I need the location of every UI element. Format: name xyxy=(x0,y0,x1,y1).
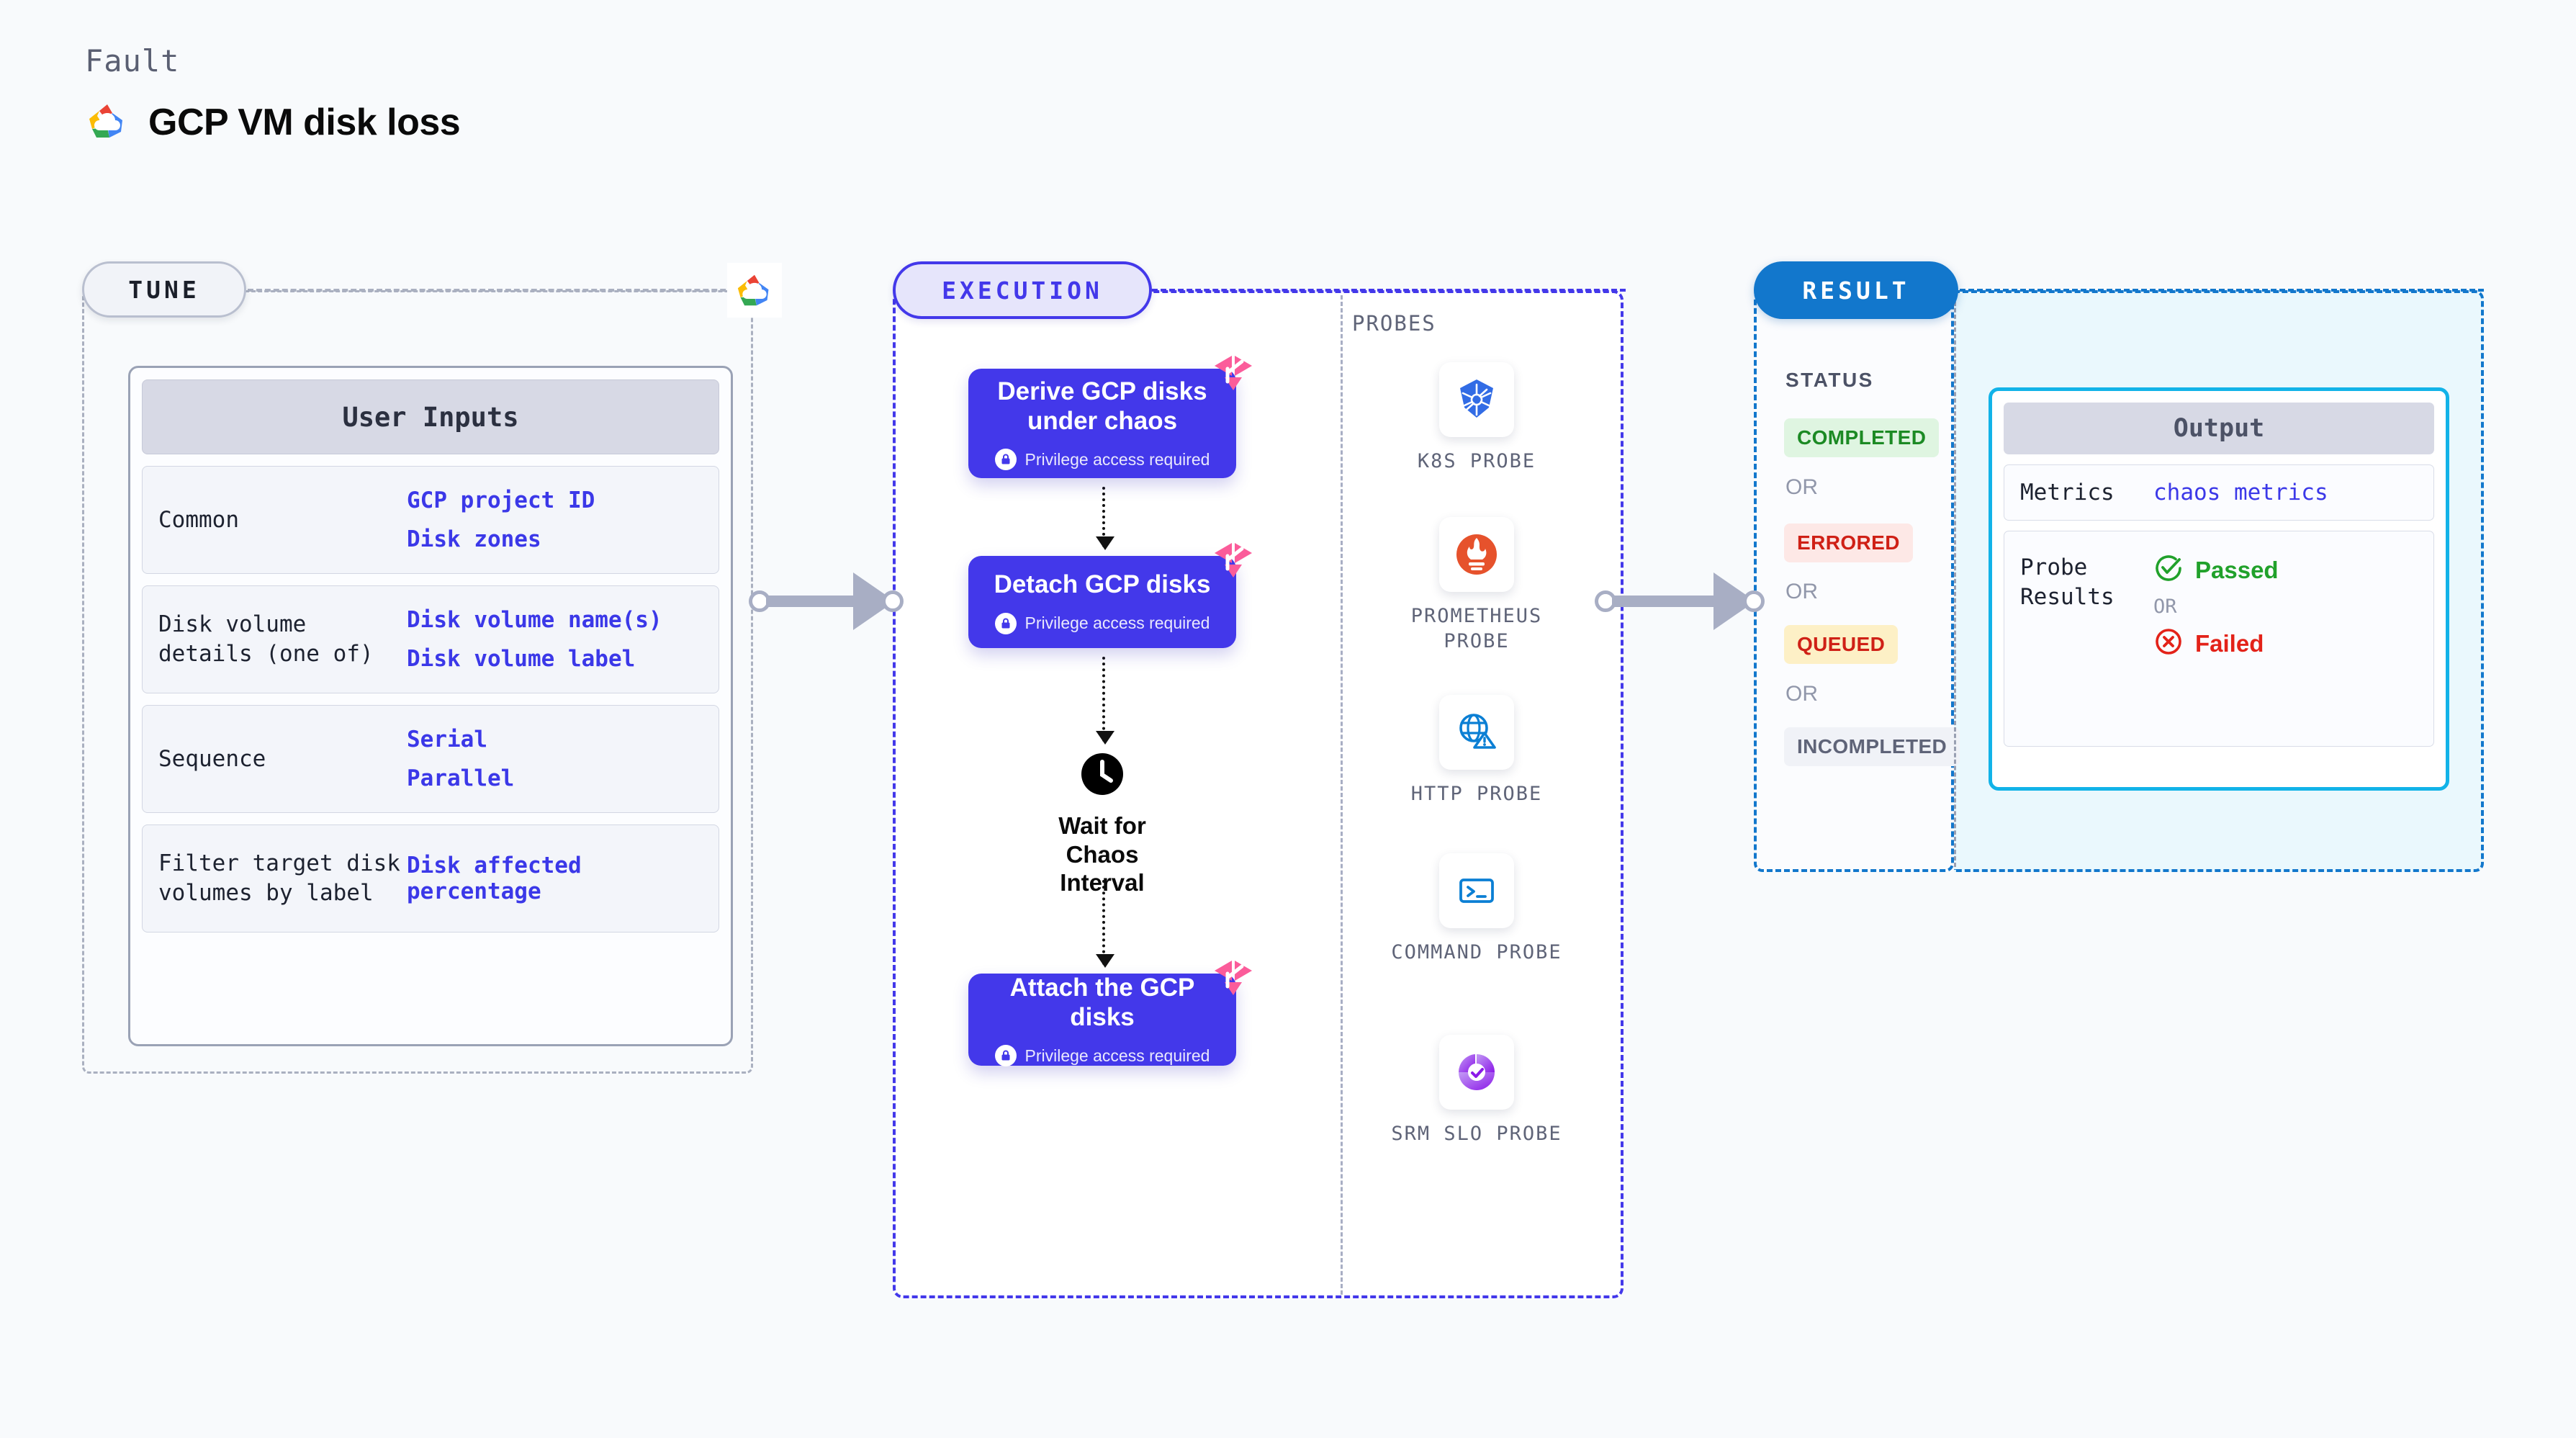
connector-end-dot xyxy=(882,590,904,612)
probe-name: K8S PROBE xyxy=(1417,450,1536,472)
input-value[interactable]: Disk zones xyxy=(407,526,541,552)
x-circle-icon xyxy=(2153,626,2184,660)
clock-icon xyxy=(1078,750,1126,801)
http-globe-icon xyxy=(1439,695,1514,770)
srm-slo-icon xyxy=(1439,1035,1514,1110)
probe-result-passed: Passed xyxy=(2153,553,2279,587)
input-row-key: Common xyxy=(158,506,239,533)
result-status-section xyxy=(1754,290,1954,872)
execution-node-detach-disks[interactable]: Detach GCP disks Privilege access requir… xyxy=(968,543,1252,648)
status-badge-errored: ERRORED xyxy=(1784,523,1913,562)
output-row-metrics[interactable]: Metrics chaos metrics xyxy=(2004,464,2434,521)
probe-http[interactable]: HTTP PROBE xyxy=(1383,695,1570,806)
lock-icon xyxy=(994,612,1017,634)
litmus-logo-icon xyxy=(1210,955,1255,1003)
connector-execution-to-result xyxy=(1595,572,1775,630)
probe-name: PROMETHEUS PROBE xyxy=(1410,605,1543,653)
page-title: GCP VM disk loss xyxy=(148,102,461,143)
privilege-note-text: Privilege access required xyxy=(1024,614,1210,633)
flow-arrow xyxy=(1096,657,1114,745)
status-badge-queued: QUEUED xyxy=(1784,625,1899,664)
probe-name: HTTP PROBE xyxy=(1410,783,1543,805)
execution-node-derive-disks[interactable]: Derive GCP disks under chaos Privilege a… xyxy=(968,356,1252,478)
probe-name: SRM SLO PROBE xyxy=(1391,1123,1562,1145)
probe-result-failed: Failed xyxy=(2153,626,2279,660)
connector-end-dot xyxy=(1743,590,1765,612)
probe-srm-slo[interactable]: SRM SLO PROBE xyxy=(1383,1035,1570,1146)
flow-arrow xyxy=(1096,487,1114,550)
connector-tune-to-execution xyxy=(749,572,904,630)
litmus-logo-icon xyxy=(1210,350,1255,398)
input-row-sequence[interactable]: Sequence Serial Parallel xyxy=(142,705,719,813)
page-kicker: Fault xyxy=(85,43,180,78)
status-badge-incompleted: INCOMPLETED xyxy=(1784,727,1960,766)
or-label: OR xyxy=(2153,596,2177,619)
or-label: OR xyxy=(1785,682,1818,706)
privilege-note-text: Privilege access required xyxy=(1024,1046,1210,1065)
status-label: STATUS xyxy=(1785,369,1874,391)
user-inputs-card: User Inputs Common GCP project ID Disk z… xyxy=(128,366,733,1046)
page-header: GCP VM disk loss xyxy=(85,101,461,144)
input-row-filter-by-label[interactable]: Filter target disk volumes by label Disk… xyxy=(142,824,719,933)
prometheus-icon xyxy=(1439,517,1514,592)
output-title: Output xyxy=(2004,403,2434,454)
probes-label: PROBES xyxy=(1352,311,1436,336)
check-circle-icon xyxy=(2153,553,2184,587)
input-value[interactable]: Disk affected percentage xyxy=(407,853,582,904)
probe-result-label: Passed xyxy=(2195,556,2279,583)
input-value[interactable]: Serial xyxy=(407,727,487,752)
litmus-logo-icon xyxy=(1210,537,1255,585)
output-row-key: Metrics xyxy=(2020,480,2115,505)
input-value[interactable]: Disk volume label xyxy=(407,646,636,672)
lock-icon xyxy=(994,1045,1017,1067)
tune-dashed-connector xyxy=(248,289,752,292)
or-label: OR xyxy=(1785,475,1818,499)
result-dashed-connector xyxy=(1951,289,2484,292)
probe-prometheus[interactable]: PROMETHEUS PROBE xyxy=(1383,517,1570,654)
input-row-common[interactable]: Common GCP project ID Disk zones xyxy=(142,466,719,574)
or-label: OR xyxy=(1785,580,1818,603)
status-badge-completed: COMPLETED xyxy=(1784,418,1940,457)
output-row-key: Probe Results xyxy=(2020,554,2115,610)
execution-dashed-connector xyxy=(1152,289,1626,292)
input-value[interactable]: GCP project ID xyxy=(407,487,595,513)
lock-icon xyxy=(994,449,1017,471)
probe-k8s[interactable]: K8S PROBE xyxy=(1383,362,1570,474)
node-title: Detach GCP disks xyxy=(994,570,1211,599)
input-row-disk-volume-details[interactable]: Disk volume details (one of) Disk volume… xyxy=(142,585,719,693)
flow-arrow xyxy=(1096,880,1114,968)
input-row-key: Disk volume details (one of) xyxy=(158,611,374,667)
privilege-note: Privilege access required xyxy=(994,612,1210,634)
probe-name: COMMAND PROBE xyxy=(1391,941,1562,963)
connector-line xyxy=(766,596,867,607)
input-value[interactable]: Disk volume name(s) xyxy=(407,607,662,633)
privilege-note: Privilege access required xyxy=(994,1045,1210,1067)
gcp-cloud-logo-icon xyxy=(727,263,782,318)
terminal-icon xyxy=(1439,853,1514,928)
tune-pill[interactable]: TUNE xyxy=(82,261,246,318)
output-row-probe-results: Probe Results Passed OR xyxy=(2004,531,2434,747)
execution-pill[interactable]: EXECUTION xyxy=(893,261,1152,319)
result-pill[interactable]: RESULT xyxy=(1754,261,1958,319)
result-divider xyxy=(1954,295,1956,867)
probe-command[interactable]: COMMAND PROBE xyxy=(1383,853,1570,965)
user-inputs-title: User Inputs xyxy=(142,379,719,454)
connector-line xyxy=(1612,596,1727,607)
output-card: Output Metrics chaos metrics Probe Resul… xyxy=(1989,387,2449,791)
kubernetes-icon xyxy=(1439,362,1514,437)
probes-divider xyxy=(1341,295,1343,1295)
wait-label: Wait for Chaos Interval xyxy=(1058,812,1146,896)
input-row-key: Filter target disk volumes by label xyxy=(158,850,400,906)
gcp-cloud-logo-icon xyxy=(85,102,130,144)
privilege-note: Privilege access required xyxy=(994,449,1210,471)
node-title: Attach the GCP disks xyxy=(1009,973,1195,1031)
wait-for-chaos-interval: Wait for Chaos Interval xyxy=(1037,750,1167,897)
probe-result-label: Failed xyxy=(2195,629,2264,657)
execution-node-attach-disks[interactable]: Attach the GCP disks Privilege access re… xyxy=(968,961,1252,1067)
privilege-note-text: Privilege access required xyxy=(1024,449,1210,469)
output-metrics-value[interactable]: chaos metrics xyxy=(2153,480,2328,506)
input-row-key: Sequence xyxy=(158,745,266,772)
input-value[interactable]: Parallel xyxy=(407,765,515,791)
node-title: Derive GCP disks under chaos xyxy=(997,377,1207,435)
